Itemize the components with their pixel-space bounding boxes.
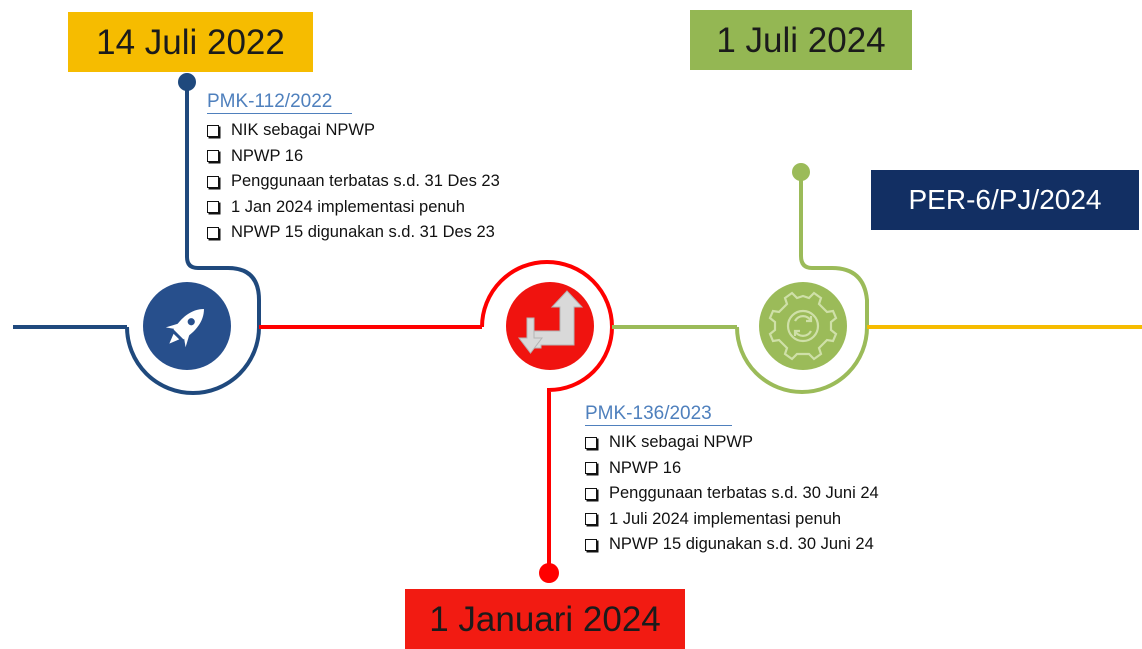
regulation-block-2: PMK-136/2023 NIK sebagai NPWP NPWP 16 Pe… [585, 403, 879, 558]
checklist-item: 1 Jan 2024 implementasi penuh [207, 195, 500, 221]
checklist-item-text: Penggunaan terbatas s.d. 30 Juni 24 [609, 484, 879, 502]
date-label-2: 1 Januari 2024 [405, 589, 685, 649]
checkbox-icon [585, 538, 597, 551]
checklist-item-text: 1 Juli 2024 implementasi penuh [609, 509, 842, 528]
checklist-item: NPWP 15 digunakan s.d. 30 Juni 24 [585, 532, 879, 558]
checkbox-icon [585, 487, 597, 500]
checklist-item: NIK sebagai NPWP [207, 118, 500, 144]
milestone-circle-3 [759, 282, 847, 370]
checkbox-icon [207, 201, 219, 214]
checklist-item-text: 1 Jan 2024 implementasi penuh [231, 197, 465, 216]
checklist-item: Penggunaan terbatas s.d. 31 Des 23 [207, 169, 500, 195]
checkbox-icon [207, 175, 219, 188]
checkbox-icon [207, 124, 219, 137]
milestone-dot-1 [178, 73, 196, 91]
checklist-item-text: Penggunaan terbatas s.d. 31 Des 23 [231, 172, 500, 190]
checklist-item-text: NPWP 15 digunakan s.d. 30 Juni 24 [609, 535, 874, 553]
checklist-item-text: NPWP 16 [609, 458, 682, 477]
checkbox-icon [207, 226, 219, 239]
timeline-segment-green [612, 172, 869, 394]
checklist-item: 1 Juli 2024 implementasi penuh [585, 507, 879, 533]
checkbox-icon [585, 513, 597, 526]
checklist-item-text: NIK sebagai NPWP [609, 433, 753, 451]
checkbox-icon [207, 150, 219, 163]
checkbox-icon [585, 436, 597, 449]
date-label-1: 14 Juli 2022 [68, 12, 313, 72]
rocket-icon [165, 309, 204, 348]
regulation-checklist: NIK sebagai NPWP NPWP 16 Penggunaan terb… [207, 118, 500, 246]
milestone-dot-3 [792, 163, 810, 181]
milestone-dot-2 [539, 563, 559, 583]
checklist-item-text: NPWP 15 digunakan s.d. 31 Des 23 [231, 223, 495, 241]
checklist-item: NPWP 16 [207, 144, 500, 170]
checklist-item: NPWP 16 [585, 456, 879, 482]
regulation-checklist: NIK sebagai NPWP NPWP 16 Penggunaan terb… [585, 430, 879, 558]
milestone-circle-2 [506, 282, 594, 370]
checklist-item-text: NPWP 16 [231, 146, 304, 165]
checklist-item: Penggunaan terbatas s.d. 30 Juni 24 [585, 481, 879, 507]
gear-sync-icon [768, 291, 838, 361]
transfer-arrows-icon [517, 290, 584, 354]
regulation-title: PMK-136/2023 [585, 403, 732, 426]
checklist-item: NIK sebagai NPWP [585, 430, 879, 456]
date-label-3: 1 Juli 2024 [690, 10, 912, 70]
regulation-block-1: PMK-112/2022 NIK sebagai NPWP NPWP 16 Pe… [207, 91, 500, 246]
regulation-title: PMK-112/2022 [207, 91, 353, 114]
checklist-item: NPWP 15 digunakan s.d. 31 Des 23 [207, 220, 500, 246]
timeline-segment-blue [13, 82, 261, 395]
timeline-segment-red [259, 260, 614, 573]
checkbox-icon [585, 462, 597, 475]
regulation-box-per: PER-6/PJ/2024 [871, 170, 1139, 230]
checklist-item-text: NIK sebagai NPWP [231, 121, 375, 139]
